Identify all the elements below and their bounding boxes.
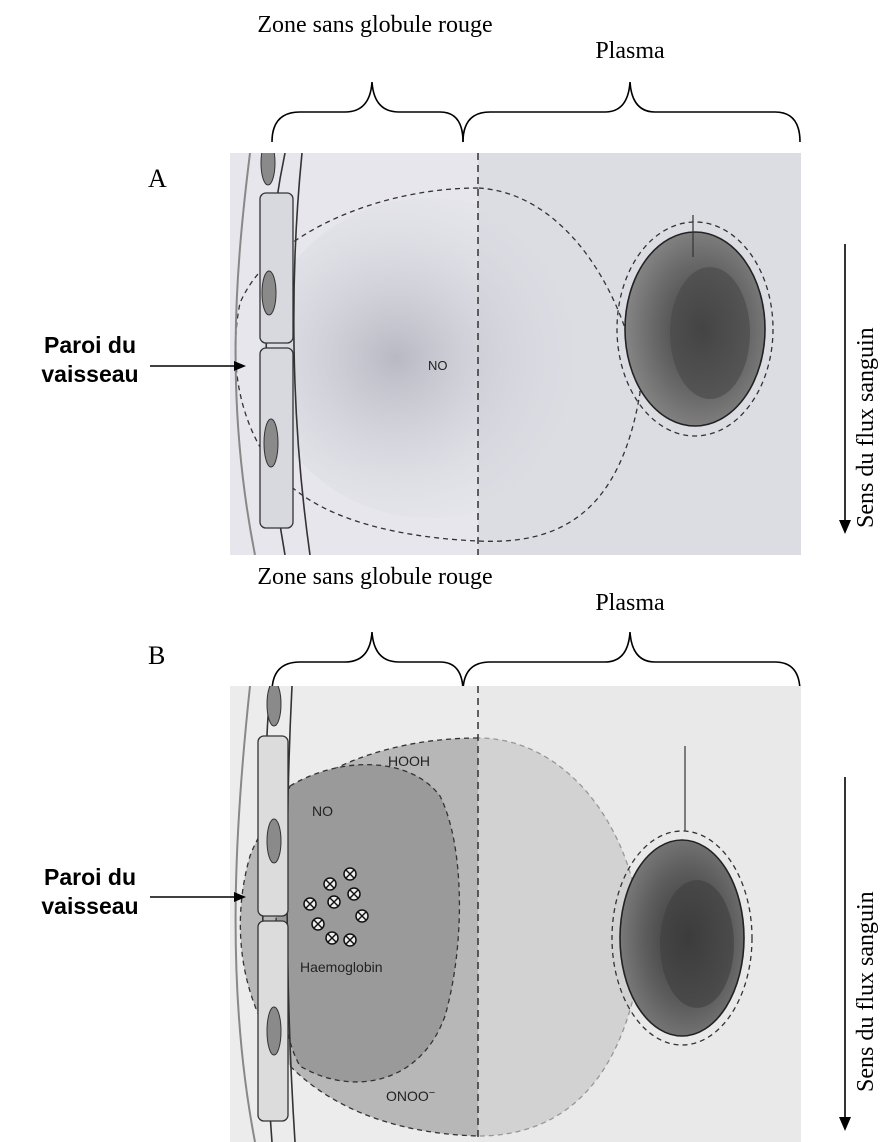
rbc-center-b xyxy=(660,880,734,1008)
flow-arrow-a xyxy=(838,244,854,536)
nucleus-b1 xyxy=(267,686,281,726)
panel-letter-a: A xyxy=(148,164,167,194)
nucleus-b2 xyxy=(267,819,281,863)
zone-label-left-b: Zone sans globule rouge xyxy=(240,562,510,592)
wall-label-b-line1: Paroi du xyxy=(20,863,160,892)
wall-label-b: Paroi du vaisseau xyxy=(20,863,160,921)
brace-a xyxy=(0,0,881,150)
label-no-a: NO xyxy=(428,358,448,373)
label-hooh-b: HOOH xyxy=(388,753,430,769)
wall-label-a-line1: Paroi du xyxy=(20,331,160,360)
diagram-panel-b: HOOH NO Haemoglobin ONOO− xyxy=(230,686,801,1142)
nucleus-a1 xyxy=(261,153,275,185)
haemoglobin-molecule xyxy=(312,918,324,930)
haemoglobin-molecule xyxy=(344,934,356,946)
diagram-panel-a: NO xyxy=(230,153,801,555)
label-onoo-b: ONOO− xyxy=(386,1087,435,1104)
brace-right-a xyxy=(463,82,800,142)
haemoglobin-molecule xyxy=(304,898,316,910)
haemoglobin-molecule xyxy=(324,878,336,890)
label-no-b: NO xyxy=(312,803,333,819)
flow-label-b: Sens du flux sanguin xyxy=(853,891,880,1092)
nucleus-a3 xyxy=(264,419,278,467)
brace-right-b xyxy=(463,632,800,692)
haemoglobin-molecule xyxy=(326,932,338,944)
flow-label-a: Sens du flux sanguin xyxy=(853,327,880,528)
wall-label-a-line2: vaisseau xyxy=(20,360,160,389)
wall-label-b-line2: vaisseau xyxy=(20,892,160,921)
label-onoo-base: ONOO xyxy=(386,1088,429,1104)
panel-letter-b: B xyxy=(148,641,165,671)
nucleus-b3 xyxy=(267,1007,281,1055)
brace-left-b xyxy=(272,632,463,692)
rbc-center-a xyxy=(670,267,750,399)
haemoglobin-molecule xyxy=(356,910,368,922)
label-haemoglobin-b: Haemoglobin xyxy=(300,959,383,975)
haemoglobin-molecule xyxy=(344,868,356,880)
wall-arrow-b xyxy=(150,887,250,907)
wall-label-a: Paroi du vaisseau xyxy=(20,331,160,389)
haemoglobin-molecule xyxy=(328,896,340,908)
wall-arrow-a xyxy=(150,356,250,376)
flow-arrow-b xyxy=(838,777,854,1133)
endothelial-cell-a1 xyxy=(260,193,293,343)
haemoglobin-molecule xyxy=(348,888,360,900)
brace-b xyxy=(0,600,881,700)
nucleus-a2 xyxy=(262,271,276,315)
brace-left-a xyxy=(272,82,463,142)
no-region-b xyxy=(276,765,459,1082)
label-onoo-charge: − xyxy=(429,1087,435,1099)
